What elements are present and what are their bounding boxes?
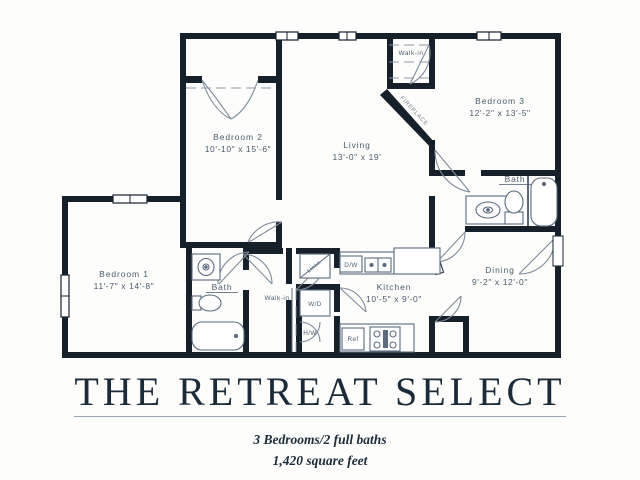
bathtub-master — [191, 321, 245, 351]
room-label-bedroom-1: Bedroom 1 — [99, 269, 149, 279]
pantry-door — [434, 295, 462, 323]
window-bedroom-1-left — [60, 274, 70, 318]
kitchen-door — [339, 287, 367, 313]
label-dishwasher: D/W — [344, 262, 357, 269]
label-bath-secondary: Bath — [499, 174, 531, 185]
hw-closet-door — [299, 321, 321, 343]
label-refrigerator: Ref — [348, 336, 359, 343]
bedroom-2-closet-doors — [186, 76, 276, 120]
bath-master-door — [242, 253, 273, 285]
bathtub-secondary — [530, 177, 558, 227]
label-bath-master: Bath — [206, 282, 238, 293]
room-label-kitchen: Kitchen — [377, 282, 412, 292]
bedroom-3-closet-door — [409, 44, 431, 85]
kitchen-fixtures — [291, 247, 441, 353]
entry-door — [518, 235, 564, 275]
secondary-bath-fixtures — [465, 177, 558, 227]
label-washer-dryer: W/D — [308, 301, 321, 308]
dishwasher-unit — [339, 255, 363, 273]
exterior-walls — [62, 33, 561, 358]
washer-dryer-unit — [299, 289, 331, 317]
bedroom-3-door — [434, 149, 471, 193]
room-dim-bedroom-1: 11'-7" x 14'-8" — [94, 281, 155, 291]
title-block: THE RETREAT SELECT 3 Bedrooms/2 full bat… — [0, 372, 640, 472]
label-water-heater: H/W — [303, 330, 316, 337]
room-label-living: Living — [343, 140, 371, 150]
toilet-bowl-master — [198, 294, 222, 312]
toilet-bowl-secondary — [504, 190, 524, 214]
master-bath-fixtures — [191, 253, 245, 351]
kitchen-counter-peninsula — [393, 247, 441, 275]
plan-bedrooms-baths: 3 Bedrooms/2 full baths — [253, 432, 387, 447]
label-walk-in-bedroom3: Walk-in — [399, 50, 424, 57]
windows — [60, 31, 502, 318]
room-dim-bedroom-3: 12'-2" x 13'-5" — [469, 108, 530, 118]
closet-shelves — [186, 44, 429, 89]
plan-subtitle: 3 Bedrooms/2 full baths 1,420 square fee… — [0, 430, 640, 472]
refrigerator-unit — [341, 327, 365, 351]
bedroom-2-door — [247, 221, 283, 243]
window-living-top — [338, 31, 357, 41]
toilet-tank-secondary — [504, 211, 524, 225]
window-bedroom-2-top — [275, 31, 299, 41]
room-dim-dining: 9'-2" x 12'-0" — [472, 277, 528, 287]
doors — [186, 44, 564, 343]
room-labels: Bedroom 2 10'-10" x 15'-6" Living 13'-0"… — [94, 96, 530, 304]
plan-square-feet: 1,420 square feet — [272, 452, 368, 468]
svg-text:Bath: Bath — [505, 174, 526, 184]
room-label-bedroom-2: Bedroom 2 — [213, 132, 263, 142]
window-bedroom-1-top — [112, 194, 148, 204]
plan-title: THE RETREAT SELECT — [74, 372, 566, 417]
room-dim-living: 13'-0" x 19' — [333, 152, 382, 162]
room-label-bedroom-3: Bedroom 3 — [475, 96, 525, 106]
window-bedroom-3-top — [476, 31, 502, 41]
room-dim-kitchen: 10'-5" x 9'-0" — [366, 294, 422, 304]
interior-walls — [186, 33, 561, 358]
room-label-dining: Dining — [485, 265, 515, 275]
label-walk-in-master: Walk-in — [265, 295, 290, 302]
svg-text:Bath: Bath — [212, 282, 233, 292]
room-dim-bedroom-2: 10'-10" x 15'-6" — [205, 144, 272, 154]
